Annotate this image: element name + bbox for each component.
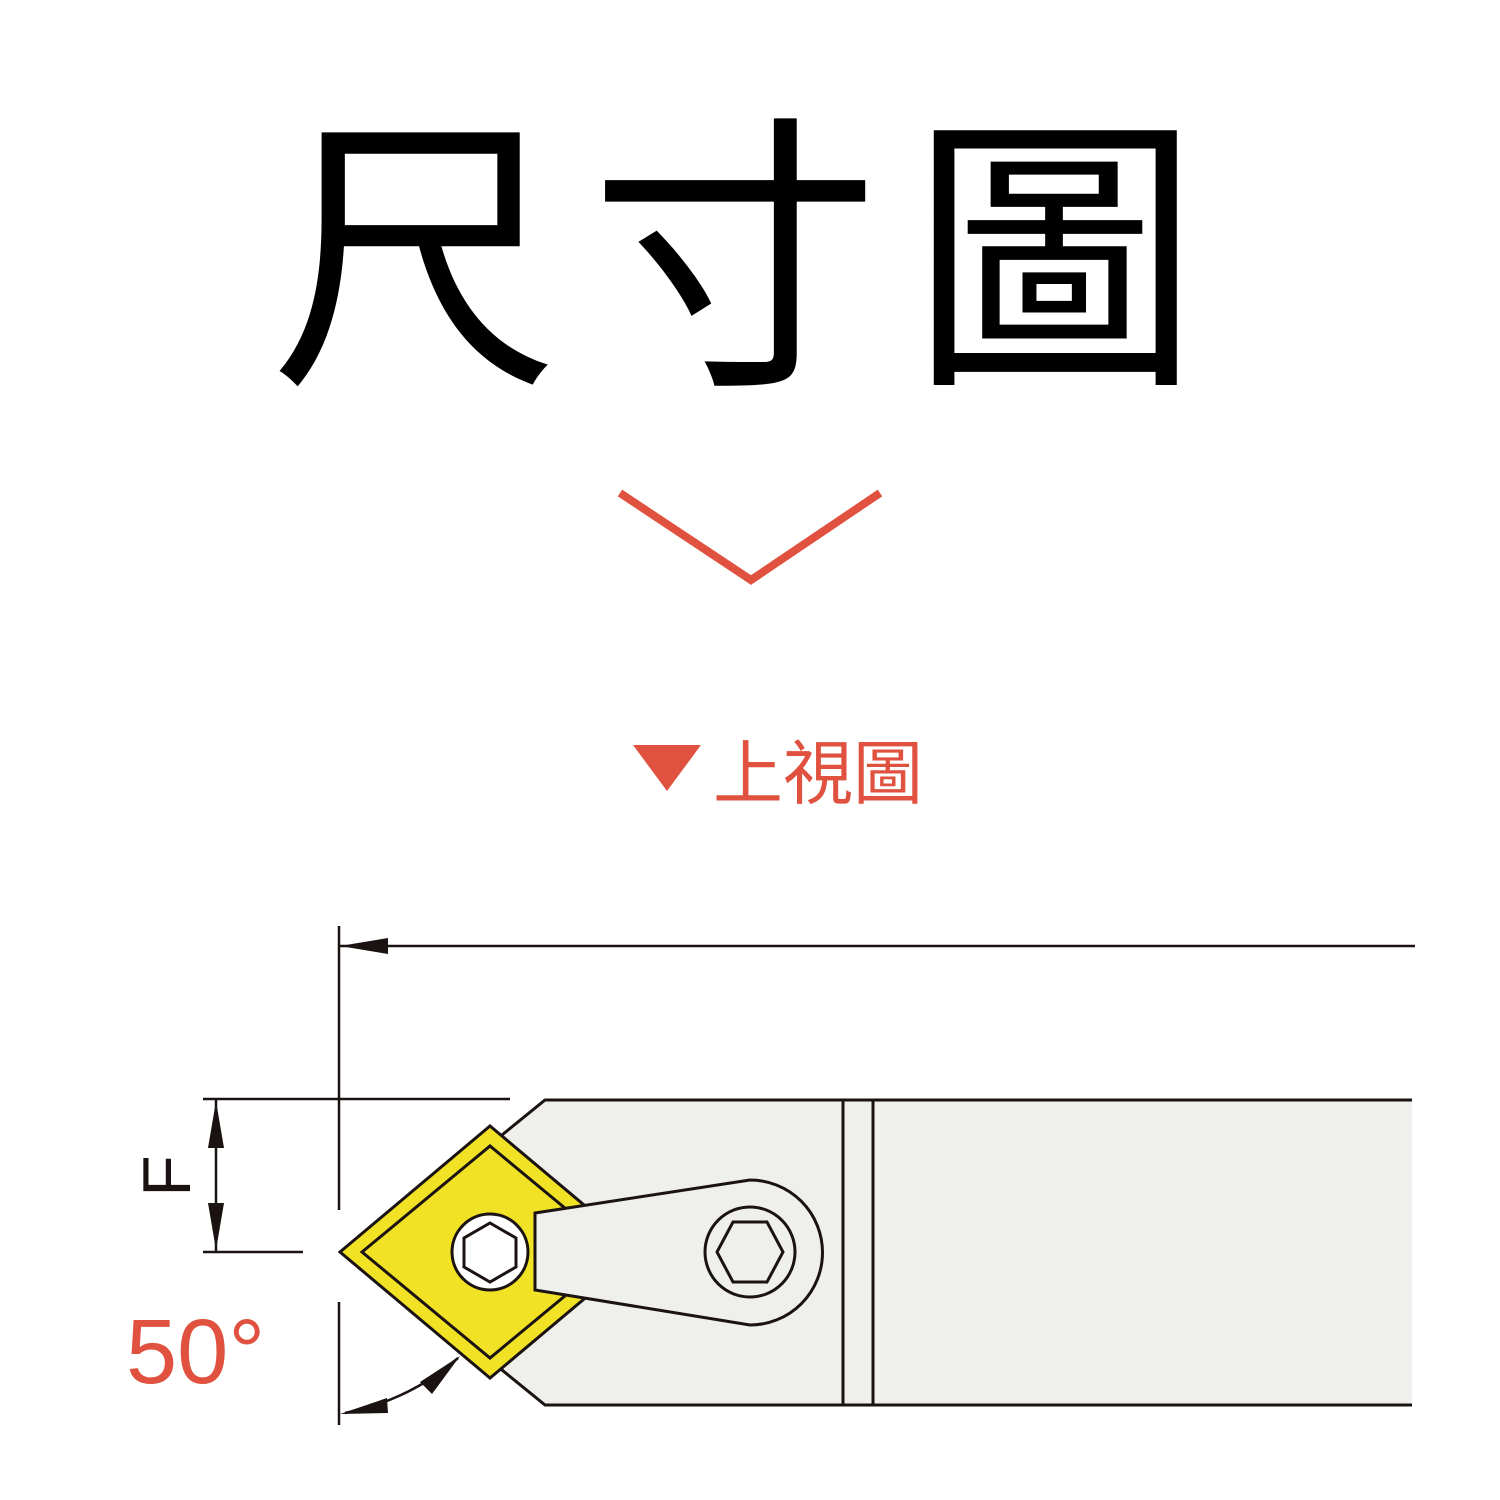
arrow-head xyxy=(340,938,388,954)
triangle-down-icon xyxy=(633,745,701,791)
chevron-down-icon xyxy=(617,489,883,585)
hex-screw-icon xyxy=(462,1221,518,1284)
view-label: 上視圖 xyxy=(713,732,923,815)
clamp xyxy=(533,1178,824,1327)
view-heading: 上視圖 xyxy=(633,728,923,815)
dimension-label-f: F xyxy=(129,1155,205,1197)
angle-label: 50° xyxy=(126,1301,265,1403)
hex-screw-icon xyxy=(715,1220,785,1284)
page-title: 尺寸圖 xyxy=(270,94,1230,431)
